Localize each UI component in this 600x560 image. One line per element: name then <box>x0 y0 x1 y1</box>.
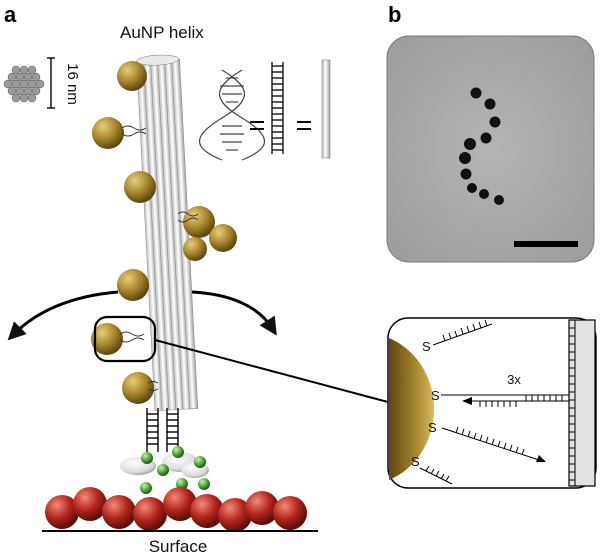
equals-sign-icon <box>250 121 264 130</box>
aunp <box>183 237 207 261</box>
rotation-arrow-left <box>7 290 119 341</box>
ssdna-strand <box>441 426 543 462</box>
tem-micrograph <box>386 35 595 263</box>
aunp <box>122 372 154 404</box>
rod-icon <box>321 59 331 159</box>
aunp <box>124 171 156 203</box>
aunp <box>117 269 149 301</box>
scale-bar-16nm <box>47 57 55 109</box>
thiol-label: S <box>428 420 437 435</box>
helix-title: AuNP helix <box>120 23 204 42</box>
dna-double-helix-icon <box>199 69 265 161</box>
rotation-arrow-right <box>191 290 277 336</box>
scale-label: 16 nm <box>64 63 81 105</box>
aunp <box>117 61 147 91</box>
inset-gold-particle <box>389 338 435 480</box>
inset-wall-ladder <box>568 320 576 486</box>
origami-bundle <box>136 54 199 412</box>
aunp <box>92 117 124 149</box>
zoom-connector-line <box>154 339 389 403</box>
aunp <box>183 206 215 238</box>
tem-particles <box>459 87 504 205</box>
thiol-label: S <box>422 339 431 354</box>
inset-content: S S S S 3x <box>389 319 596 487</box>
duplex-strand <box>441 394 569 407</box>
ladder-dna-icon <box>271 62 284 154</box>
tem-scale-bar <box>514 241 578 247</box>
inset-origami-wall <box>568 319 596 487</box>
thiol-label: S <box>411 454 420 469</box>
bundle-cross-section-icon <box>3 65 45 103</box>
gold-nanoparticles <box>91 61 237 404</box>
equals-sign-icon <box>297 121 311 130</box>
ssdna-strand <box>419 465 453 485</box>
strand-arrowhead <box>536 455 546 462</box>
surface-label: Surface <box>149 537 208 556</box>
panel-b-letter: b <box>388 2 401 27</box>
duplex-arrowhead <box>462 397 472 405</box>
aunp <box>209 224 237 252</box>
surface-beads <box>45 487 307 532</box>
repeat-label: 3x <box>507 372 521 387</box>
thiol-label: S <box>431 388 440 403</box>
panel-a-letter: a <box>4 2 17 27</box>
dna-tethers <box>119 125 199 391</box>
dsdna-legs <box>146 408 179 452</box>
zoom-circle <box>93 315 157 363</box>
aunp <box>91 323 123 355</box>
ssdna-strand <box>432 319 493 346</box>
anchor-proteins <box>120 446 210 494</box>
